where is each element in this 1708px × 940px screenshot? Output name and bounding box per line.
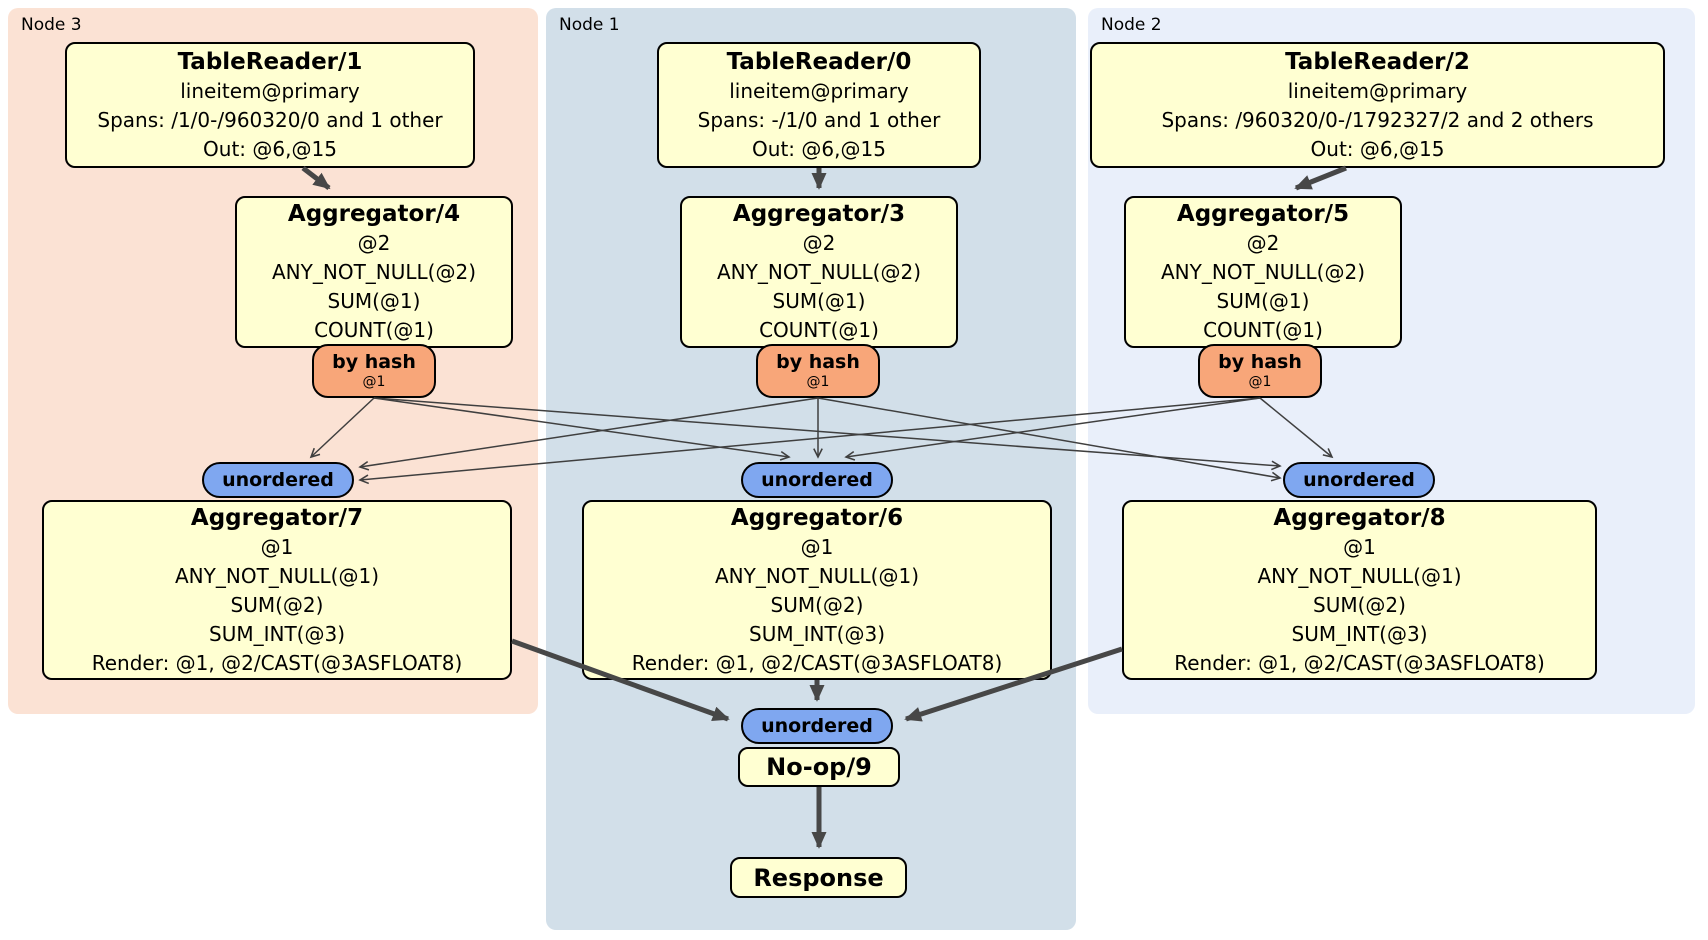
processor-detail: @1	[260, 534, 294, 559]
processor-detail: Render: @1, @2/CAST(@3ASFLOAT8)	[631, 650, 1003, 675]
processor-tablereader-2: TableReader/2 lineitem@primary Spans: /9…	[1090, 42, 1665, 168]
processor-detail: SUM(@2)	[770, 592, 864, 617]
processor-aggregator-7: Aggregator/7 @1 ANY_NOT_NULL(@1) SUM(@2)…	[42, 500, 512, 680]
processor-aggregator-3: Aggregator/3 @2 ANY_NOT_NULL(@2) SUM(@1)…	[680, 196, 958, 348]
processor-response: Response	[730, 857, 907, 898]
processor-detail: @1	[800, 534, 834, 559]
router-label: by hash	[1218, 351, 1302, 373]
processor-detail: @2	[1246, 231, 1280, 255]
processor-detail: @1	[1343, 534, 1376, 559]
router-label: by hash	[776, 351, 860, 373]
processor-detail: SUM(@1)	[1216, 289, 1310, 313]
sync-label: unordered	[761, 715, 873, 737]
region-label: Node 2	[1101, 15, 1162, 35]
processor-detail: Spans: /1/0-/960320/0 and 1 other	[97, 107, 443, 132]
processor-detail: @2	[357, 231, 391, 255]
processor-noop: No-op/9	[738, 747, 900, 787]
processor-title: Aggregator/7	[190, 504, 364, 531]
processor-title: Aggregator/3	[732, 201, 906, 227]
router-by-hash-left: by hash @1	[312, 344, 436, 398]
router-by-hash-middle: by hash @1	[756, 344, 880, 398]
router-label: by hash	[332, 351, 416, 373]
processor-detail: lineitem@primary	[1287, 78, 1468, 103]
processor-detail: SUM(@1)	[327, 289, 421, 313]
processor-detail: Spans: -/1/0 and 1 other	[697, 107, 941, 132]
processor-detail: lineitem@primary	[729, 78, 909, 103]
router-detail: @1	[362, 374, 386, 390]
processor-title: Aggregator/8	[1273, 504, 1446, 531]
processor-title: TableReader/1	[177, 48, 363, 75]
processor-detail: @2	[802, 231, 836, 255]
sync-label: unordered	[222, 469, 334, 491]
processor-detail: Out: @6,@15	[752, 136, 886, 161]
processor-aggregator-6: Aggregator/6 @1 ANY_NOT_NULL(@1) SUM(@2)…	[582, 500, 1052, 680]
processor-detail: COUNT(@1)	[314, 318, 434, 342]
processor-title: Aggregator/4	[287, 201, 461, 227]
processor-detail: SUM_INT(@3)	[1291, 621, 1428, 646]
region-label: Node 3	[21, 15, 82, 35]
processor-detail: Render: @1, @2/CAST(@3ASFLOAT8)	[1174, 650, 1545, 675]
processor-title: No-op/9	[766, 753, 872, 781]
processor-title: TableReader/0	[726, 48, 912, 75]
processor-aggregator-5: Aggregator/5 @2 ANY_NOT_NULL(@2) SUM(@1)…	[1124, 196, 1402, 348]
processor-detail: SUM(@2)	[1313, 592, 1406, 617]
region-label: Node 1	[559, 15, 620, 35]
processor-aggregator-8: Aggregator/8 @1 ANY_NOT_NULL(@1) SUM(@2)…	[1122, 500, 1597, 680]
processor-title: Response	[753, 863, 884, 892]
processor-title: TableReader/2	[1285, 48, 1470, 75]
sync-unordered-middle: unordered	[741, 462, 893, 498]
router-by-hash-right: by hash @1	[1198, 344, 1322, 398]
processor-detail: lineitem@primary	[180, 78, 360, 103]
processor-detail: ANY_NOT_NULL(@2)	[717, 260, 921, 284]
router-detail: @1	[806, 374, 830, 390]
processor-tablereader-1: TableReader/1 lineitem@primary Spans: /1…	[65, 42, 475, 168]
processor-detail: SUM_INT(@3)	[209, 621, 345, 646]
processor-detail: COUNT(@1)	[1203, 318, 1323, 342]
processor-detail: COUNT(@1)	[759, 318, 879, 342]
sync-label: unordered	[761, 469, 873, 491]
processor-detail: ANY_NOT_NULL(@2)	[1161, 260, 1365, 284]
processor-tablereader-0: TableReader/0 lineitem@primary Spans: -/…	[657, 42, 981, 168]
processor-detail: Out: @6,@15	[203, 136, 337, 161]
processor-detail: SUM(@1)	[772, 289, 866, 313]
router-detail: @1	[1248, 374, 1272, 390]
processor-detail: ANY_NOT_NULL(@1)	[175, 563, 379, 588]
processor-detail: ANY_NOT_NULL(@1)	[1257, 563, 1462, 588]
processor-title: Aggregator/6	[730, 504, 904, 531]
processor-detail: Render: @1, @2/CAST(@3ASFLOAT8)	[91, 650, 463, 675]
processor-aggregator-4: Aggregator/4 @2 ANY_NOT_NULL(@2) SUM(@1)…	[235, 196, 513, 348]
processor-detail: SUM(@2)	[230, 592, 324, 617]
processor-detail: ANY_NOT_NULL(@1)	[715, 563, 919, 588]
processor-detail: ANY_NOT_NULL(@2)	[272, 260, 476, 284]
sync-label: unordered	[1303, 469, 1415, 491]
sync-unordered-final: unordered	[741, 708, 893, 744]
processor-detail: Spans: /960320/0-/1792327/2 and 2 others	[1161, 107, 1594, 132]
processor-detail: SUM_INT(@3)	[749, 621, 885, 646]
sync-unordered-left: unordered	[202, 462, 354, 498]
sync-unordered-right: unordered	[1283, 462, 1435, 498]
processor-title: Aggregator/5	[1176, 201, 1350, 227]
processor-detail: Out: @6,@15	[1310, 136, 1445, 161]
